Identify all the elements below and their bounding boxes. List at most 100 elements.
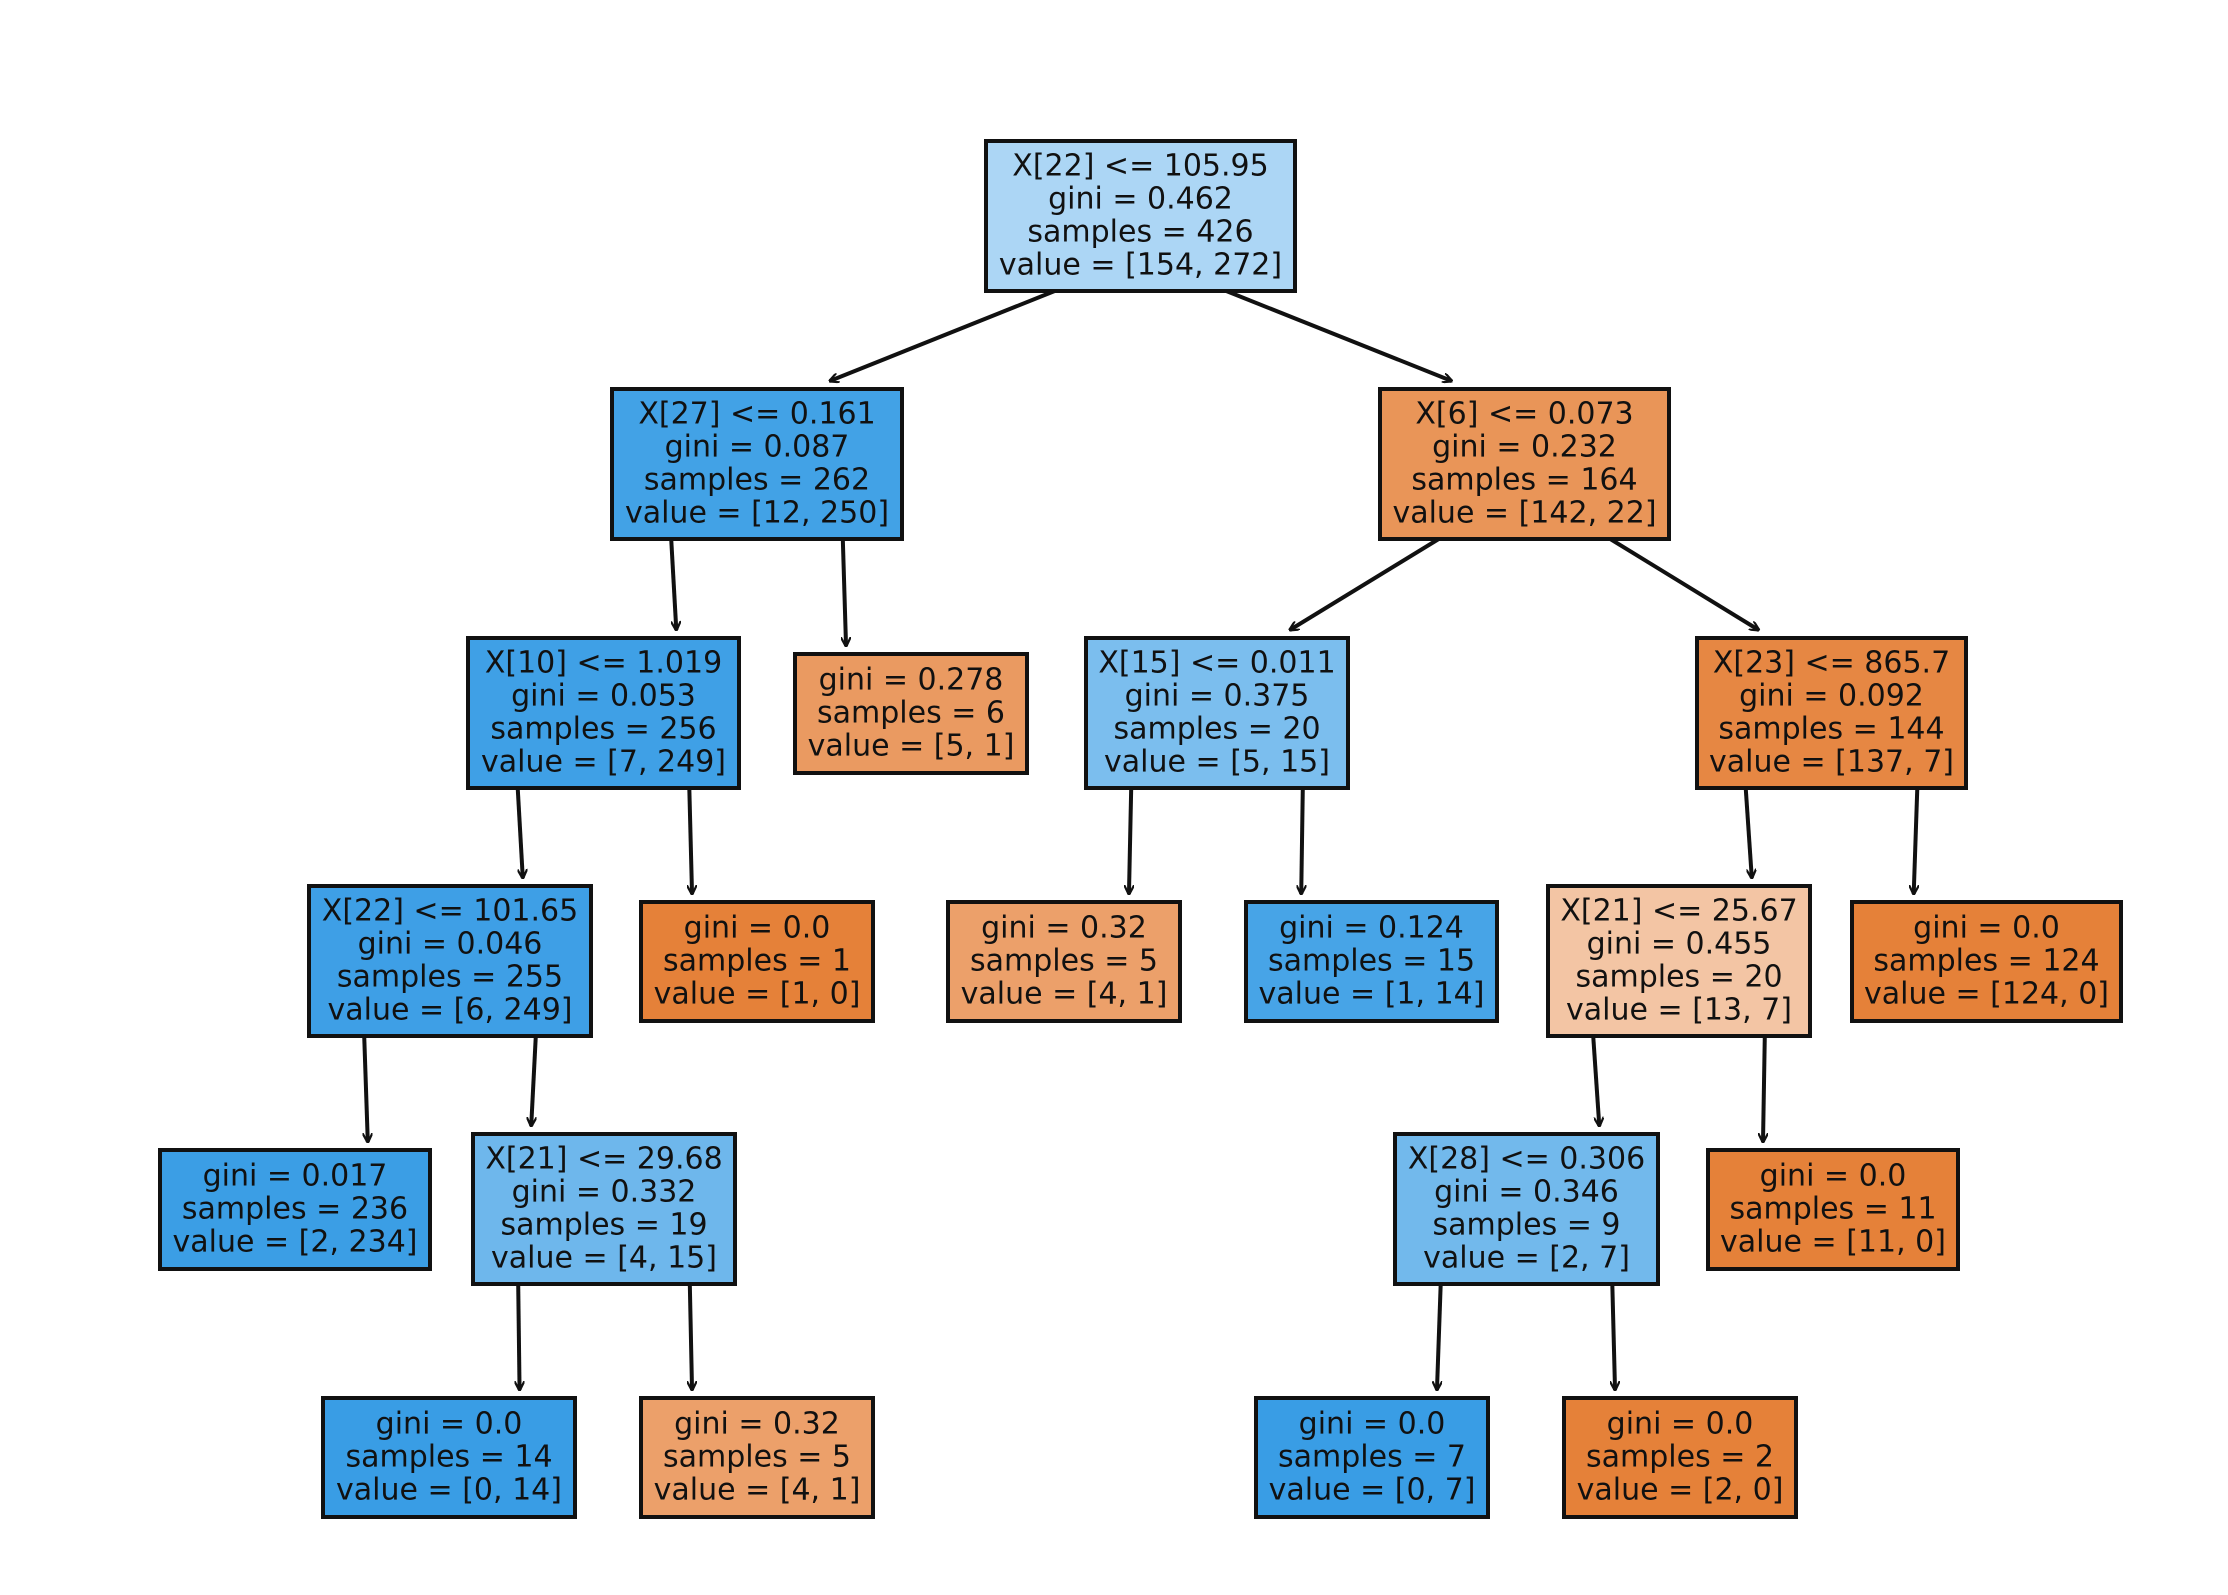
node-label-line: gini = 0.462 (1048, 182, 1233, 217)
node-label-line: X[6] <= 0.073 (1415, 397, 1633, 432)
node-label-line: gini = 0.278 (819, 663, 1004, 698)
node-label-line: samples = 236 (182, 1192, 408, 1227)
node-label-line: X[21] <= 25.67 (1560, 894, 1797, 929)
node-label-line: X[27] <= 0.161 (638, 397, 875, 432)
node-label-line: value = [13, 7] (1566, 993, 1792, 1028)
node-label-line: value = [5, 1] (808, 729, 1015, 764)
node-label-line: samples = 19 (500, 1208, 707, 1243)
node-label-line: samples = 1 (663, 944, 851, 979)
edge-arrow (1225, 289, 1451, 381)
edge-arrow (1301, 787, 1303, 894)
node-box (1378, 387, 1671, 541)
node-label-line: gini = 0.0 (684, 911, 831, 946)
edge-arrow (1290, 537, 1440, 630)
edge-arrow (1129, 787, 1131, 894)
node-label-line: samples = 11 (1729, 1192, 1936, 1227)
node-box (158, 1148, 432, 1271)
node-box (307, 884, 593, 1038)
node-box (793, 652, 1029, 775)
node-label-line: samples = 7 (1278, 1440, 1466, 1475)
node-box (610, 387, 904, 541)
node-label-line: gini = 0.332 (512, 1175, 697, 1210)
edge-arrow (1437, 1283, 1443, 1390)
node-label-line: value = [2, 234] (173, 1225, 418, 1260)
node-label-line: X[22] <= 105.95 (1012, 149, 1268, 184)
node-label-line: value = [154, 272] (999, 248, 1282, 283)
node-label-line: samples = 144 (1718, 712, 1944, 747)
node-label-line: samples = 124 (1873, 944, 2099, 979)
node-label-line: value = [4, 1] (654, 1473, 861, 1508)
edge-arrow (1609, 537, 1758, 630)
edge-arrow (1763, 1035, 1765, 1142)
node-box (984, 139, 1297, 293)
node-box (1546, 884, 1812, 1038)
node-label-line: value = [1, 0] (654, 977, 861, 1012)
node-box (639, 1396, 875, 1519)
node-box (639, 900, 875, 1023)
node-label-line: samples = 15 (1268, 944, 1475, 979)
edge-arrow (515, 787, 523, 878)
node-label-line: value = [0, 14] (336, 1473, 562, 1508)
node-label-line: samples = 5 (663, 1440, 851, 1475)
edge-arrow (362, 1035, 368, 1142)
node-label-line: gini = 0.0 (1607, 1407, 1754, 1442)
node-box (466, 636, 741, 790)
edge-arrow (689, 787, 692, 894)
node-box (1393, 1132, 1660, 1286)
tree-edges (362, 289, 1920, 1390)
node-label-line: X[22] <= 101.65 (322, 894, 578, 929)
node-label-line: gini = 0.124 (1279, 911, 1464, 946)
node-label-line: value = [11, 0] (1720, 1225, 1946, 1260)
node-label-line: gini = 0.0 (1299, 1407, 1446, 1442)
node-label-line: gini = 0.0 (1760, 1159, 1907, 1194)
node-box (471, 1132, 737, 1286)
node-label-line: samples = 20 (1113, 712, 1320, 747)
node-box (321, 1396, 577, 1519)
node-label-line: gini = 0.32 (674, 1407, 840, 1442)
node-label-line: gini = 0.232 (1432, 430, 1617, 465)
node-label-line: samples = 14 (345, 1440, 552, 1475)
node-label-line: gini = 0.046 (358, 927, 543, 962)
node-label-line: samples = 2 (1586, 1440, 1774, 1475)
node-label-line: value = [6, 249] (328, 993, 573, 1028)
node-label-line: X[10] <= 1.019 (485, 646, 722, 681)
node-label-line: gini = 0.346 (1434, 1175, 1619, 1210)
node-label-line: gini = 0.32 (981, 911, 1147, 946)
node-label-line: gini = 0.0 (1913, 911, 2060, 946)
node-label-line: samples = 9 (1433, 1208, 1621, 1243)
edge-arrow (1743, 787, 1752, 878)
node-box (1244, 900, 1499, 1023)
node-label-line: value = [12, 250] (625, 496, 889, 531)
edge-arrow (843, 538, 846, 646)
node-label-line: value = [137, 7] (1709, 745, 1954, 780)
node-label-line: samples = 256 (490, 712, 716, 747)
node-label-line: value = [4, 1] (961, 977, 1168, 1012)
node-label-line: value = [142, 22] (1392, 496, 1656, 531)
edge-arrow (1612, 1283, 1615, 1390)
edge-arrow (830, 289, 1056, 381)
edge-arrow (1591, 1035, 1599, 1126)
node-label-line: value = [7, 249] (481, 745, 726, 780)
edge-arrow (531, 1035, 538, 1126)
node-label-line: gini = 0.087 (665, 430, 850, 465)
node-label-line: samples = 255 (337, 960, 563, 995)
edge-arrow (1914, 787, 1920, 894)
